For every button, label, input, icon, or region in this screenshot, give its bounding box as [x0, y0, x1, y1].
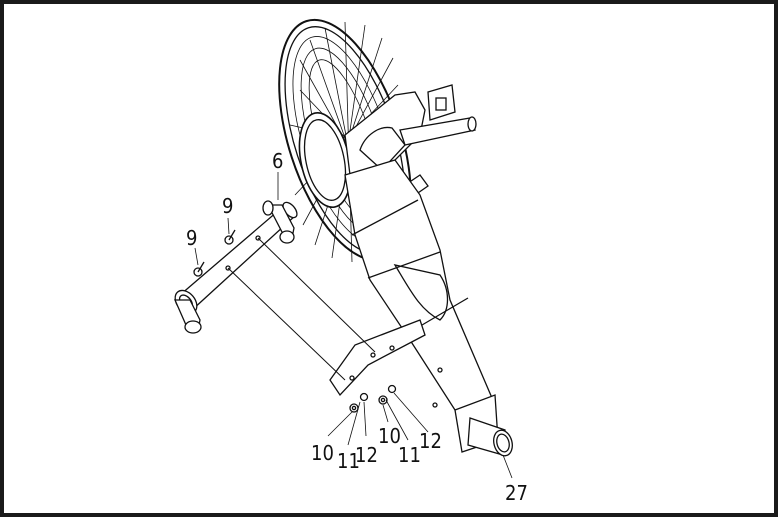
- callout-12-right: 12: [419, 429, 442, 453]
- callout-9-lower: 9: [186, 226, 197, 250]
- rear-stabilizer: [174, 200, 298, 334]
- leader-lines: [194, 172, 513, 479]
- callout-27: 27: [505, 481, 528, 505]
- callout-6: 6: [272, 149, 283, 173]
- callout-12-left: 12: [355, 443, 378, 467]
- callout-10-right: 10: [378, 424, 401, 448]
- hardware-10-11-12: [349, 384, 397, 413]
- callout-11-right: 11: [398, 443, 421, 467]
- callout-10-left: 10: [311, 441, 334, 465]
- assembly-guide-lines: [227, 237, 376, 381]
- callouts: 6 9 9 10 11 12 10 11 12 27: [186, 149, 528, 505]
- bolts-9: [193, 229, 236, 277]
- main-rail: [329, 159, 513, 457]
- callout-11-left: 11: [337, 449, 360, 473]
- callout-9-upper: 9: [222, 194, 233, 218]
